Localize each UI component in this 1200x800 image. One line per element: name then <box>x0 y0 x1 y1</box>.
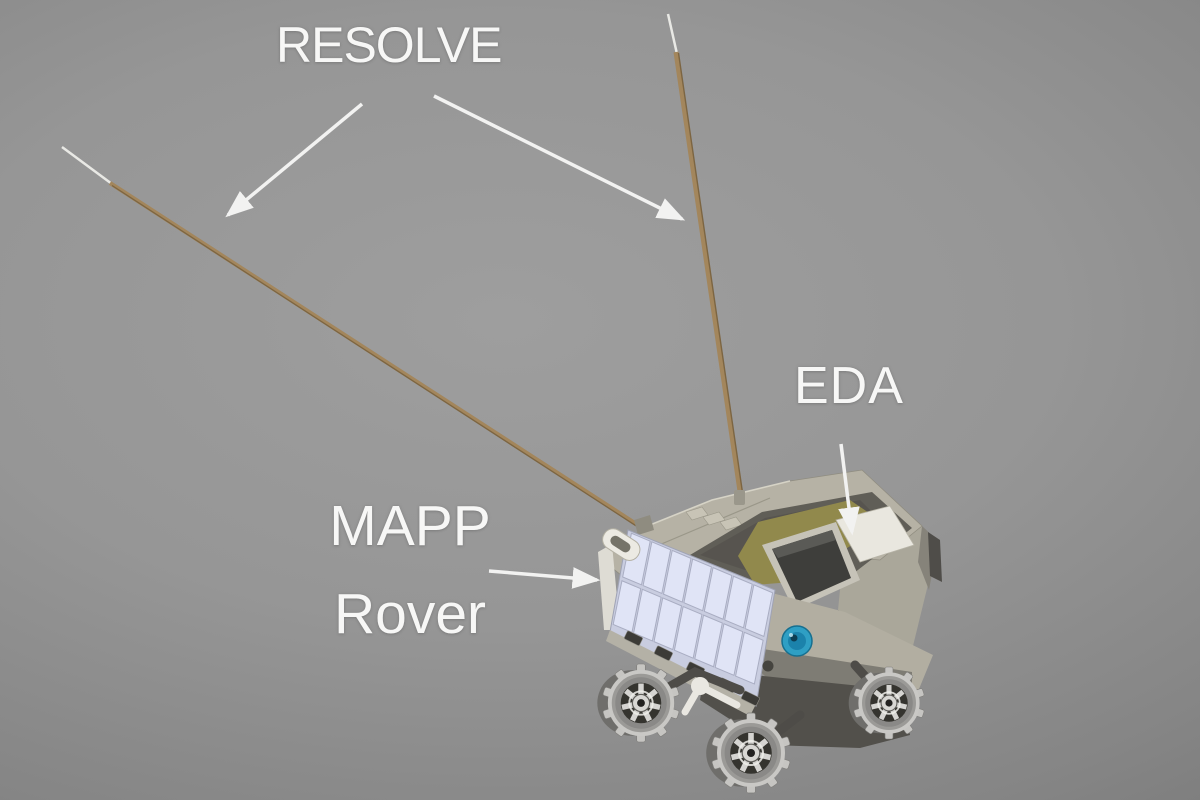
antenna-right-shade <box>677 52 744 499</box>
antenna-right-rod <box>673 51 744 499</box>
handle-bracket <box>602 528 641 561</box>
antenna-mounts <box>634 490 745 535</box>
wheel-front-left <box>597 664 679 742</box>
annotation-arrows <box>225 94 860 589</box>
solar-cell-grid <box>613 533 772 684</box>
mapp-rover-label-line2: Rover <box>333 582 487 646</box>
mapp-rover-illustration <box>597 469 942 793</box>
resolve-arrow-right <box>433 94 686 221</box>
resolve-label: RESOLVE <box>276 17 502 73</box>
resolve-antennas <box>61 13 744 532</box>
antenna-left-tip <box>61 145 113 186</box>
resolve-arrow-left <box>225 102 364 218</box>
antenna-right-tip <box>666 13 679 55</box>
mapp-rover-label: MAPP Rover <box>318 482 502 658</box>
rover-corner-bracket <box>928 532 942 582</box>
mapp-rover-label-line1: MAPP <box>329 494 491 558</box>
eda-label: EDA <box>794 357 904 415</box>
eda-window-reflection <box>772 530 836 558</box>
camera-lens <box>762 625 813 672</box>
antenna-left-shade <box>111 184 645 532</box>
eda-arrow <box>838 443 860 536</box>
antenna-left-rod <box>108 181 646 531</box>
mapp-rover-arrow <box>488 567 601 589</box>
steering-linkage <box>681 677 741 716</box>
